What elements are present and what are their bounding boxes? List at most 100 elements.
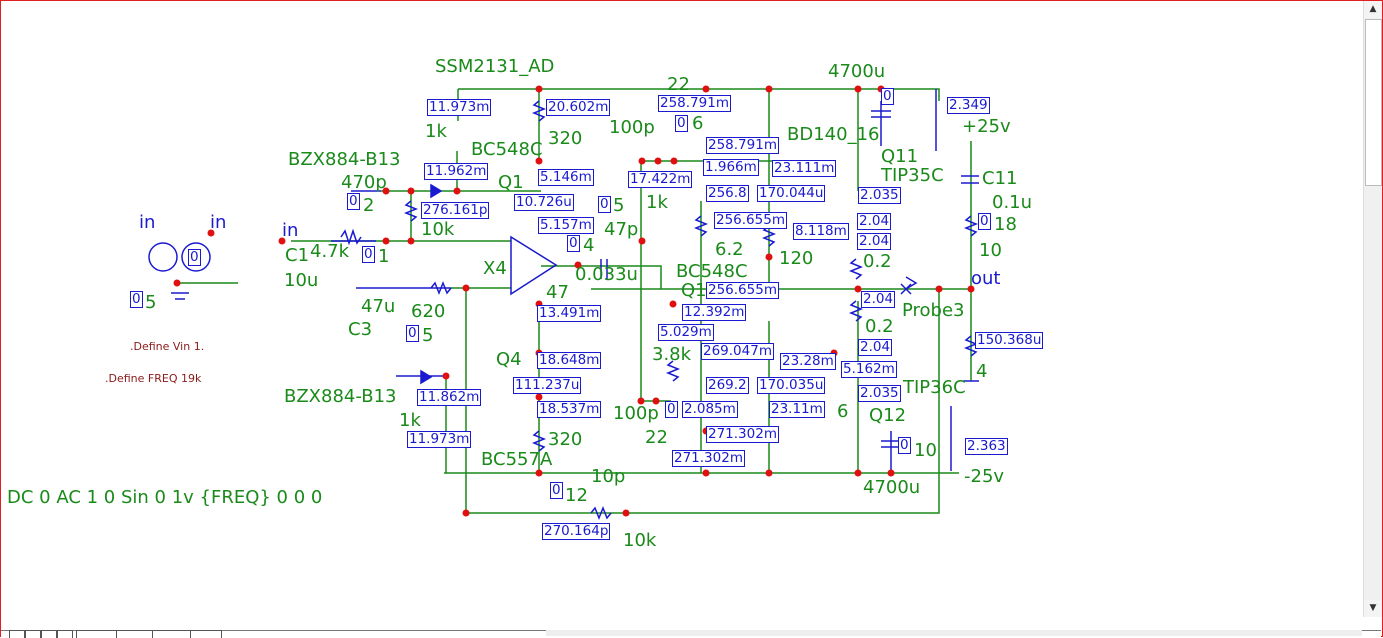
label: 22 bbox=[667, 74, 690, 95]
label: 1k bbox=[399, 410, 421, 431]
label: 0.2 bbox=[863, 251, 892, 272]
zero-readout: 0 bbox=[675, 115, 688, 132]
tab-nav-next[interactable] bbox=[41, 630, 57, 638]
value-readout: 1.966m bbox=[703, 159, 759, 176]
label: 47 bbox=[546, 282, 569, 303]
value-readout: 18.537m bbox=[537, 401, 602, 418]
label: TIP36C bbox=[903, 377, 966, 398]
label: 100p bbox=[613, 403, 659, 424]
label: 5 bbox=[422, 325, 434, 346]
label: 120 bbox=[779, 248, 814, 269]
label: 12 bbox=[565, 485, 588, 506]
zero-readout: 0 bbox=[665, 401, 678, 418]
value-readout: 17.422m bbox=[628, 171, 693, 188]
value-readout: 2.349 bbox=[947, 97, 990, 114]
value-readout: 23.11m bbox=[769, 401, 825, 418]
tab-info[interactable] bbox=[190, 630, 222, 638]
scroll-up-icon[interactable]: ▲ bbox=[1364, 1, 1382, 18]
value-readout: 2.363 bbox=[965, 438, 1008, 455]
label: 18 bbox=[994, 214, 1017, 235]
tab-nav-last[interactable] bbox=[57, 630, 73, 638]
label: Q11 bbox=[881, 146, 919, 167]
label: C1 bbox=[285, 245, 310, 266]
horizontal-scrollbar[interactable] bbox=[546, 630, 1362, 636]
value-readout: 2.035 bbox=[858, 385, 901, 402]
label: 320 bbox=[548, 429, 583, 450]
define-vin: .Define Vin 1. bbox=[130, 340, 205, 353]
label-ssm2131: SSM2131_AD bbox=[435, 56, 555, 77]
value-readout: 5.162m bbox=[841, 361, 897, 378]
label: 10k bbox=[623, 530, 657, 551]
label-x4: X4 bbox=[483, 258, 507, 279]
opamp-x4 bbox=[510, 235, 558, 296]
label: 4 bbox=[976, 361, 988, 382]
label: 4700u bbox=[863, 477, 921, 498]
label: Q1 bbox=[681, 280, 707, 301]
value-readout: 270.164p bbox=[542, 523, 611, 540]
value-readout: 11.973m bbox=[427, 99, 492, 116]
label: 4 bbox=[583, 235, 595, 256]
label: 100p bbox=[609, 117, 655, 138]
value-readout: 258.791m bbox=[706, 137, 779, 154]
label: 620 bbox=[411, 301, 446, 322]
value-readout: 13.491m bbox=[537, 305, 602, 322]
label: 5 bbox=[145, 292, 157, 313]
value-readout: 269.047m bbox=[701, 343, 774, 360]
label: TIP35C bbox=[881, 165, 944, 186]
tab-nav-first[interactable] bbox=[9, 630, 25, 638]
label: 0.2 bbox=[865, 316, 894, 337]
value-readout: 5.029m bbox=[658, 324, 714, 341]
value-readout: 11.973m bbox=[407, 431, 472, 448]
zero-readout: 0 bbox=[898, 437, 911, 454]
label: 320 bbox=[548, 128, 583, 149]
capacitor-c11 bbox=[961, 175, 979, 184]
label: 22 bbox=[645, 427, 668, 448]
zero-readout: 0 bbox=[406, 325, 419, 342]
value-readout: 150.368u bbox=[975, 332, 1044, 349]
value-readout: 11.962m bbox=[424, 163, 489, 180]
schematic-canvas[interactable]: SSM2131_AD 4700u 22 1k 320 100p 6 BZX884… bbox=[1, 1, 1363, 619]
label: 1 bbox=[378, 246, 390, 267]
label-probe3: Probe3 bbox=[902, 300, 965, 321]
resistor bbox=[340, 228, 362, 246]
value-readout: 256.8 bbox=[706, 185, 749, 202]
label-zener-bottom: BZX884-B13 bbox=[284, 386, 397, 407]
label: 47u bbox=[361, 296, 396, 317]
value-readout: 23.111m bbox=[772, 160, 837, 177]
label: 0.1u bbox=[992, 192, 1033, 213]
zero-readout: 0 bbox=[978, 213, 991, 230]
label: 4700u bbox=[828, 61, 886, 82]
value-readout: 10.726u bbox=[514, 194, 574, 211]
label: BC548C bbox=[676, 261, 748, 282]
voltage-source bbox=[148, 242, 178, 272]
label: 47p bbox=[604, 219, 639, 240]
label: 0.033u bbox=[575, 264, 638, 285]
zero-readout: 0 bbox=[567, 235, 580, 252]
label-zener-top: BZX884-B13 bbox=[288, 149, 401, 170]
label: 10 bbox=[914, 440, 937, 461]
scrollbar-thumb[interactable] bbox=[1365, 19, 1382, 186]
label: 10 bbox=[979, 240, 1002, 261]
value-readout: 2.04 bbox=[857, 213, 892, 230]
label: 470p bbox=[341, 172, 387, 193]
value-readout: 18.648m bbox=[537, 352, 602, 369]
value-readout: 269.2 bbox=[706, 377, 749, 394]
zero-readout: 0 bbox=[550, 482, 563, 499]
define-freq: .Define FREQ 19k bbox=[105, 372, 202, 385]
value-readout: 170.035u bbox=[757, 377, 826, 394]
label: +25v bbox=[962, 116, 1011, 137]
value-readout: 23.28m bbox=[780, 353, 836, 370]
label: Q1 bbox=[498, 172, 524, 193]
vertical-scrollbar[interactable]: ▲ ▼ bbox=[1363, 1, 1382, 617]
tab-nav-prev[interactable] bbox=[25, 630, 41, 638]
zero-readout: 0 bbox=[188, 249, 201, 266]
value-readout: 2.035 bbox=[858, 187, 901, 204]
scroll-down-icon[interactable]: ▼ bbox=[1364, 600, 1382, 617]
capacitor bbox=[600, 259, 608, 279]
zero-readout: 0 bbox=[347, 193, 360, 210]
value-readout: 111.237u bbox=[513, 377, 582, 394]
label: 10p bbox=[591, 466, 626, 487]
label: 5 bbox=[613, 195, 625, 216]
value-readout: 256.655m bbox=[706, 282, 779, 299]
label: 4.7k bbox=[310, 241, 350, 262]
